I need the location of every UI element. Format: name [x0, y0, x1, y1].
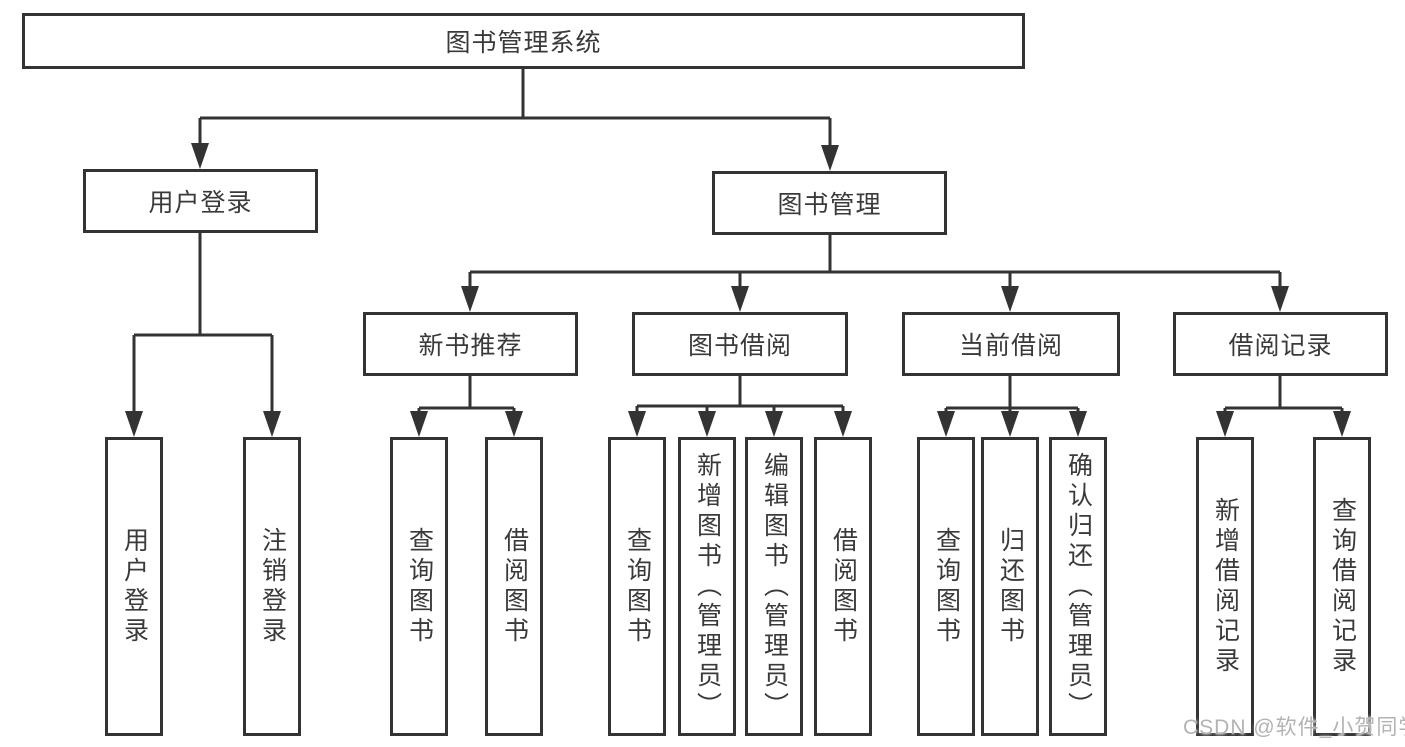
leaf-user-login: 用户登录: [105, 437, 163, 736]
node-user-login: 用户登录: [83, 169, 318, 233]
node-label: 用户登录: [148, 189, 253, 217]
leaf-borrow-books-recommend: 借阅图书: [485, 437, 543, 736]
leaf-label: 编辑图书（管理员）: [760, 451, 789, 722]
leaf-add-books-admin: 新增图书（管理员）: [678, 437, 736, 736]
leaf-label: 用户登录: [120, 526, 149, 647]
leaf-label: 注销登录: [258, 526, 287, 647]
leaf-label: 归还图书: [996, 526, 1025, 647]
node-label: 图书管理系统: [445, 29, 602, 57]
node-label: 当前借阅: [958, 332, 1063, 360]
node-current-borrow: 当前借阅: [902, 312, 1120, 376]
leaf-borrow-books: 借阅图书: [814, 437, 872, 736]
leaf-query-books-current: 查询图书: [917, 437, 975, 736]
leaf-query-borrow-record: 查询借阅记录: [1313, 437, 1371, 736]
leaf-return-books: 归还图书: [981, 437, 1039, 736]
leaf-label: 查询图书: [405, 526, 434, 647]
leaf-label: 确认归还（管理员）: [1064, 451, 1093, 722]
leaf-label: 新增借阅记录: [1211, 496, 1240, 677]
leaf-query-books-recommend: 查询图书: [390, 437, 448, 736]
leaf-edit-books-admin: 编辑图书（管理员）: [745, 437, 803, 736]
node-label: 图书管理: [777, 191, 882, 219]
csdn-watermark: CSDN @软件_小贺同学: [1183, 716, 1405, 739]
leaf-add-borrow-record: 新增借阅记录: [1196, 437, 1254, 736]
node-label: 图书借阅: [687, 332, 792, 360]
node-book-borrow: 图书借阅: [632, 312, 848, 376]
leaf-label: 查询图书: [932, 526, 961, 647]
node-new-book-recommend: 新书推荐: [363, 312, 578, 376]
leaf-label: 查询借阅记录: [1328, 496, 1357, 677]
node-label: 新书推荐: [418, 332, 523, 360]
leaf-confirm-return-admin: 确认归还（管理员）: [1049, 437, 1107, 736]
node-library-system-root: 图书管理系统: [22, 13, 1025, 69]
leaf-logout: 注销登录: [243, 437, 301, 736]
leaf-label: 借阅图书: [500, 526, 529, 647]
leaf-label: 借阅图书: [829, 526, 858, 647]
node-book-management: 图书管理: [712, 171, 947, 235]
leaf-label: 查询图书: [623, 526, 652, 647]
leaf-query-books-borrow: 查询图书: [608, 437, 666, 736]
node-borrow-records: 借阅记录: [1173, 312, 1388, 376]
node-label: 借阅记录: [1228, 332, 1333, 360]
leaf-label: 新增图书（管理员）: [693, 451, 722, 722]
